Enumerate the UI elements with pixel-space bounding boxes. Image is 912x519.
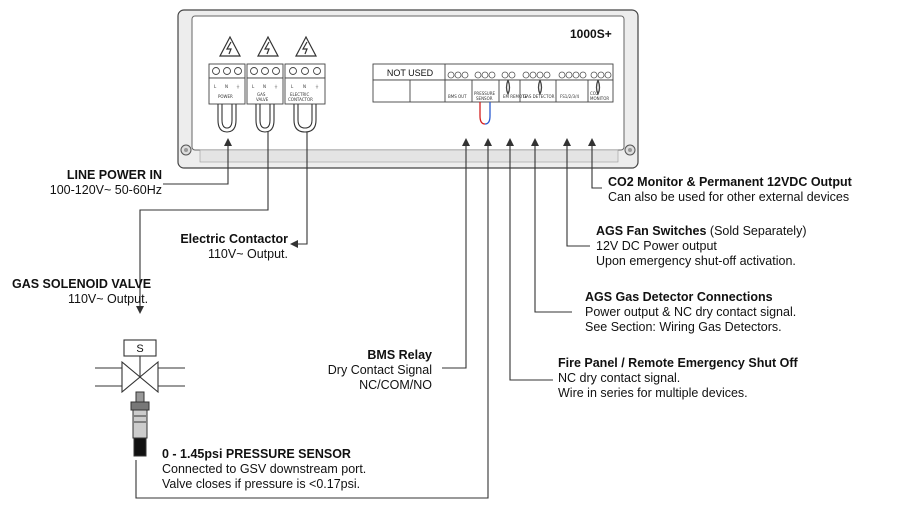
terminal-block-gas-valve bbox=[246, 63, 284, 105]
callout-gas-detector: AGS Gas Detector Connections Power outpu… bbox=[585, 290, 796, 335]
not-used-label: NOT USED bbox=[386, 68, 434, 78]
caption-power: POWER bbox=[218, 94, 233, 99]
caption-bms-out: BMS OUT bbox=[448, 94, 467, 99]
callout-text: NC/COM/NO bbox=[359, 378, 432, 392]
callout-text: Can also be used for other external devi… bbox=[608, 190, 850, 204]
svg-text:⏚: ⏚ bbox=[236, 83, 240, 89]
callout-title: BMS Relay bbox=[367, 348, 432, 362]
caption-fs: FS1/2/3/4 bbox=[560, 94, 579, 99]
gas-solenoid-valve-icon bbox=[95, 339, 185, 394]
callout-bms: BMS Relay Dry Contact Signal NC/COM/NO bbox=[290, 348, 432, 393]
caption-co2: CO2 bbox=[590, 91, 599, 96]
lv-wire-loops bbox=[479, 79, 601, 125]
callout-title-suffix: (Sold Separately) bbox=[706, 224, 807, 238]
arrowheads bbox=[136, 138, 596, 314]
callout-title: CO2 Monitor & Permanent 12VDC Output bbox=[608, 175, 852, 189]
lv-captions: BMS OUT PRESSURE SENSOR EM REMOTE GAS DE… bbox=[448, 91, 609, 101]
callout-title: 0 - 1.45psi PRESSURE SENSOR bbox=[162, 447, 351, 461]
callout-text: 110V~ Output. bbox=[207, 247, 288, 261]
caption-gas-detector: GAS DETECTOR bbox=[523, 94, 555, 99]
svg-text:L: L bbox=[252, 84, 255, 89]
callout-title: LINE POWER IN bbox=[66, 168, 162, 182]
callout-title: AGS Gas Detector Connections bbox=[585, 290, 773, 304]
callout-text: See Section: Wiring Gas Detectors. bbox=[585, 320, 782, 334]
callout-contactor: Electric Contactor 110V~ Output. bbox=[100, 232, 288, 262]
svg-text:L: L bbox=[214, 84, 217, 89]
svg-text:N: N bbox=[225, 84, 228, 89]
caption-gas-valve: GAS bbox=[257, 92, 266, 97]
svg-text:⏚: ⏚ bbox=[274, 83, 278, 89]
callout-text: Dry Contact Signal bbox=[327, 363, 432, 377]
model-number: 1000S+ bbox=[570, 27, 612, 41]
svg-text:L: L bbox=[291, 84, 294, 89]
callout-text: Connected to GSV downstream port. bbox=[162, 462, 367, 476]
callout-fan-switches: AGS Fan Switches (Sold Separately) 12V D… bbox=[596, 224, 807, 269]
svg-text:N: N bbox=[303, 84, 306, 89]
callout-title: AGS Fan Switches bbox=[596, 224, 707, 238]
lv-terminal-screws bbox=[447, 71, 612, 79]
callout-text: Upon emergency shut-off activation. bbox=[596, 254, 796, 268]
valve-letter: S bbox=[136, 343, 143, 355]
callout-gas-valve: GAS SOLENOID VALVE 110V~ Output. bbox=[12, 277, 151, 307]
callout-text: 100-120V~ 50-60Hz bbox=[49, 183, 162, 197]
callout-title: Electric Contactor bbox=[180, 232, 288, 246]
callout-text: Power output & NC dry contact signal. bbox=[585, 305, 797, 319]
cable-loops bbox=[217, 104, 317, 133]
svg-text:CONTACTOR: CONTACTOR bbox=[288, 97, 313, 102]
callout-fire-panel: Fire Panel / Remote Emergency Shut Off N… bbox=[558, 356, 798, 401]
svg-text:MONITOR: MONITOR bbox=[590, 96, 609, 101]
terminal-block-power bbox=[208, 63, 246, 105]
svg-text:SENSOR: SENSOR bbox=[476, 96, 493, 101]
callout-text: NC dry contact signal. bbox=[558, 371, 681, 385]
callout-title: GAS SOLENOID VALVE bbox=[12, 277, 152, 291]
callout-text: Wire in series for multiple devices. bbox=[558, 386, 748, 400]
terminal-block-contactor bbox=[284, 63, 326, 105]
svg-text:N: N bbox=[263, 84, 266, 89]
svg-text:VALVE: VALVE bbox=[256, 97, 269, 102]
callout-text: 110V~ Output. bbox=[68, 292, 149, 306]
caption-em-remote: EM REMOTE bbox=[503, 94, 528, 99]
callout-pressure-sensor: 0 - 1.45psi PRESSURE SENSOR Connected to… bbox=[162, 447, 366, 492]
pressure-sensor-icon bbox=[130, 391, 150, 457]
high-voltage-warning-icon bbox=[219, 35, 317, 57]
callout-co2-monitor: CO2 Monitor & Permanent 12VDC Output Can… bbox=[608, 175, 852, 205]
leader-lines bbox=[135, 132, 602, 499]
svg-text:⏚: ⏚ bbox=[315, 83, 319, 89]
caption-pressure: PRESSURE bbox=[474, 91, 496, 96]
callout-line-power: LINE POWER IN 100-120V~ 50-60Hz bbox=[0, 168, 162, 198]
callout-text: Valve closes if pressure is <0.17psi. bbox=[162, 477, 361, 491]
terminal-labels: L N ⏚ L N ⏚ L N ⏚ POWER GAS VALVE ELECTRIC CON… bbox=[214, 83, 319, 102]
caption-contactor: ELECTRIC bbox=[290, 92, 309, 97]
callout-title: Fire Panel / Remote Emergency Shut Off bbox=[558, 356, 798, 370]
callout-text: 12V DC Power output bbox=[596, 239, 717, 253]
